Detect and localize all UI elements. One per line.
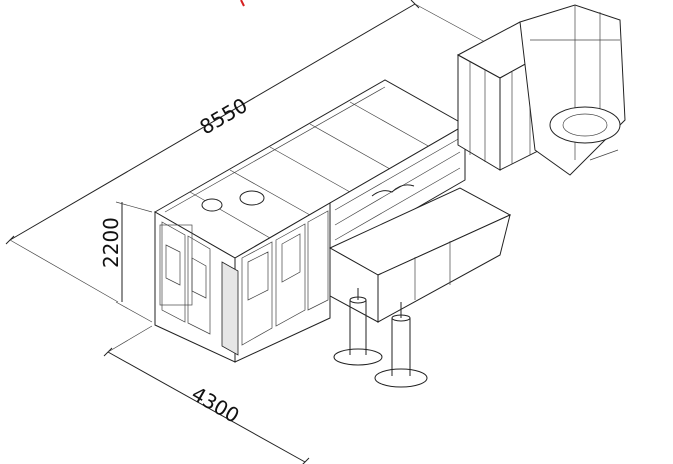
preform-stand-right [374, 302, 428, 388]
main-enclosure [153, 79, 467, 363]
brand-script [371, 184, 415, 197]
preform-stand-left [333, 288, 383, 366]
roof-fan-1 [201, 198, 223, 212]
dimension-width-label: 4300 [188, 382, 244, 428]
turntable [549, 106, 621, 144]
dimension-height: 2200 [99, 201, 153, 323]
red-mark [240, 0, 245, 7]
hexagonal-frame [519, 4, 626, 176]
dimension-height-label: 2200 [99, 217, 123, 268]
middle-section [329, 124, 466, 259]
dimension-length-label: 8550 [196, 93, 252, 139]
roof-fan-2 [239, 190, 265, 206]
